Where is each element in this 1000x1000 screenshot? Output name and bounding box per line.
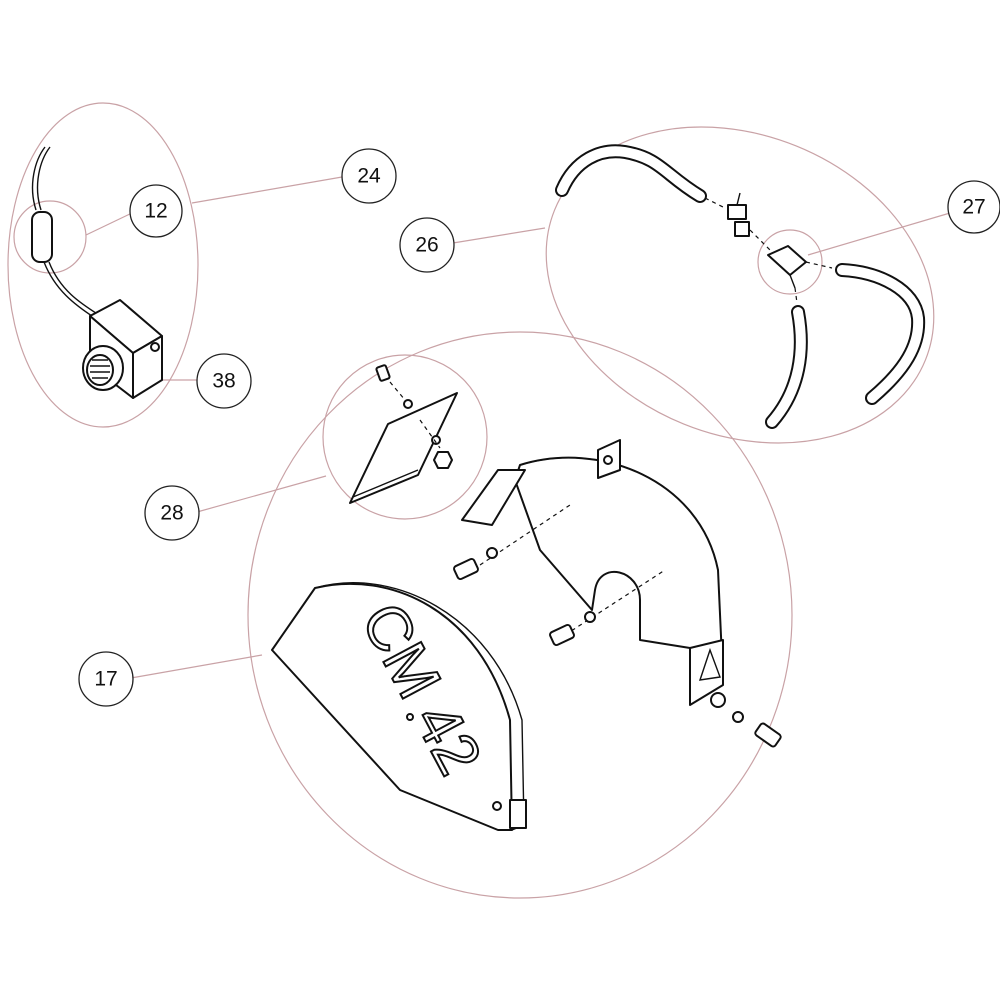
mounting-plate-assembly [349,364,458,504]
leader-12 [85,211,135,236]
leader-28 [196,475,327,513]
warning-panel [689,639,724,706]
callout-24-label: 24 [357,165,381,188]
callout-38-label: 38 [212,370,235,393]
valve-body [727,204,747,220]
callout-17: 17 [78,651,134,707]
leader-26 [452,227,546,244]
y-connector [767,245,807,276]
callout-24: 24 [341,148,397,204]
callout-26-label: 26 [415,234,438,257]
mounting-plate [349,392,458,504]
rear-guard-flange [461,469,526,526]
leader-24 [191,176,343,204]
front-guard [271,582,513,831]
group-ellipse-26 [545,126,935,444]
callout-12: 12 [129,184,183,238]
hex-nut [433,451,453,469]
group-ellipse-17 [247,331,793,899]
group-circle-27 [757,229,823,295]
blade-guard-assembly: CM 42 [271,439,782,831]
group-circle-28 [322,354,488,520]
cable-sleeve [31,211,53,263]
callout-27: 27 [947,180,1000,234]
callout-26: 26 [399,217,455,273]
callout-17-label: 17 [94,668,117,691]
callout-28: 28 [144,485,200,541]
leader-17 [130,654,263,679]
sensor-assembly [31,146,163,399]
callout-12-label: 12 [144,200,167,223]
group-circle-12 [13,200,87,274]
callout-27-label: 27 [962,196,985,219]
group-ellipse-24 [7,102,199,428]
water-hose-assembly [555,144,926,429]
leader-27 [807,212,951,256]
callout-28-label: 28 [160,502,183,525]
callout-38: 38 [196,353,252,409]
